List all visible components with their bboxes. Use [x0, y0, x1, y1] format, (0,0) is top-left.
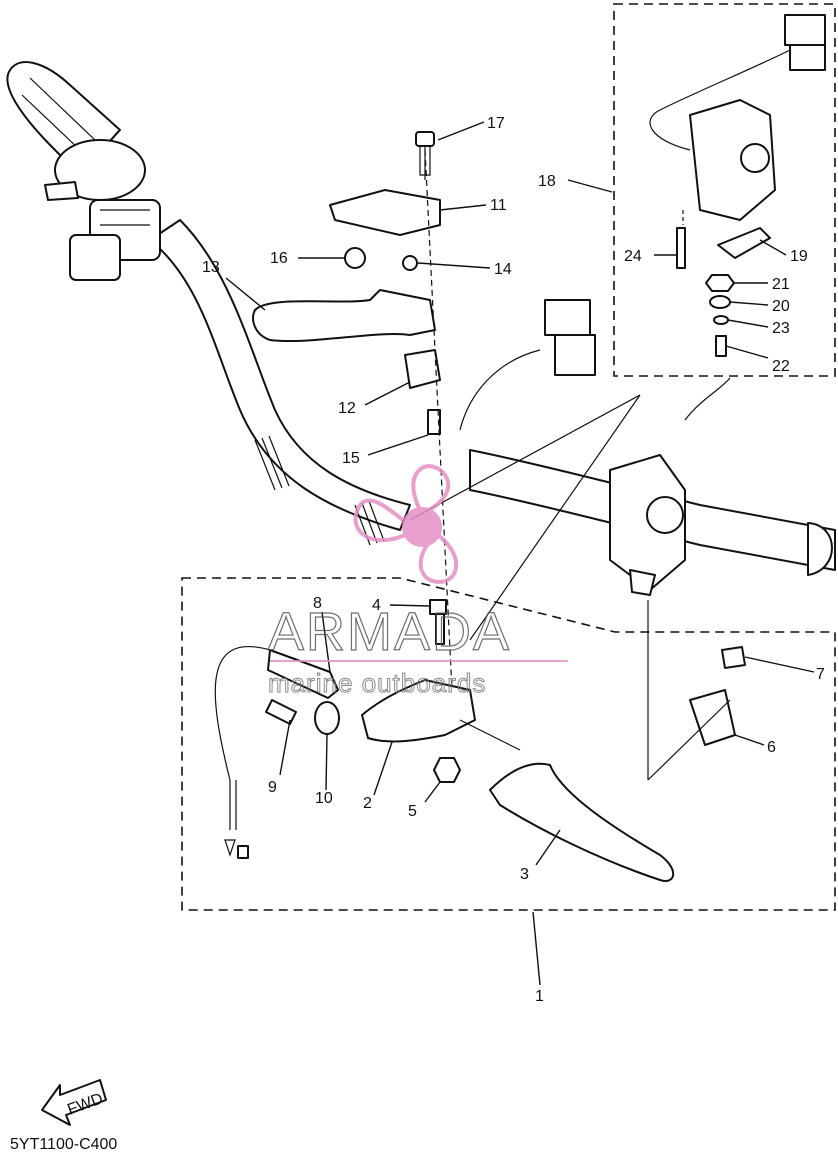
part-label-14: 14 — [494, 261, 512, 278]
propeller-logo-icon — [353, 464, 459, 584]
part-label-22: 22 — [772, 358, 790, 375]
leader-group-lines — [409, 394, 731, 781]
part-label-21: 21 — [772, 276, 790, 293]
part-label-16: 16 — [270, 250, 288, 267]
part-label-20: 20 — [772, 298, 790, 315]
part-label-11: 11 — [490, 197, 507, 214]
part-label-4: 4 — [372, 597, 381, 614]
part-label-8: 8 — [313, 595, 322, 612]
throttle-housing — [44, 139, 161, 281]
part-label-23: 23 — [772, 320, 790, 337]
group-box-lever — [181, 577, 836, 911]
bracket-assembly — [252, 131, 453, 691]
part-label-10: 10 — [315, 790, 333, 807]
part-label-1: 1 — [535, 988, 544, 1005]
group-box-switch — [613, 3, 836, 377]
diagram-code: 5YT1100-C400 — [10, 1136, 117, 1153]
wire-connector — [459, 299, 596, 431]
part-label-6: 6 — [767, 739, 776, 756]
switch-assembly — [649, 14, 826, 357]
part-label-3: 3 — [520, 866, 529, 883]
part-label-7: 7 — [816, 666, 825, 683]
part-label-9: 9 — [268, 779, 277, 796]
armada-watermark: ARMADA marine outboards — [267, 464, 568, 699]
part-label-5: 5 — [408, 803, 417, 820]
handlebar — [149, 219, 836, 576]
fwd-arrow: FWD — [41, 1079, 107, 1126]
part-label-12: 12 — [338, 400, 356, 417]
part-label-18: 18 — [538, 173, 556, 190]
part-label-15: 15 — [342, 450, 360, 467]
right-switch-on-bar — [609, 377, 731, 596]
part-label-19: 19 — [790, 248, 808, 265]
watermark-tagline: marine outboards — [268, 668, 486, 698]
part-label-2: 2 — [363, 795, 372, 812]
watermark-brand: ARMADA — [268, 602, 511, 662]
part-label-13: 13 — [202, 259, 220, 276]
part-label-17: 17 — [487, 115, 505, 132]
part-label-24: 24 — [624, 248, 642, 265]
lever-group — [214, 599, 746, 882]
